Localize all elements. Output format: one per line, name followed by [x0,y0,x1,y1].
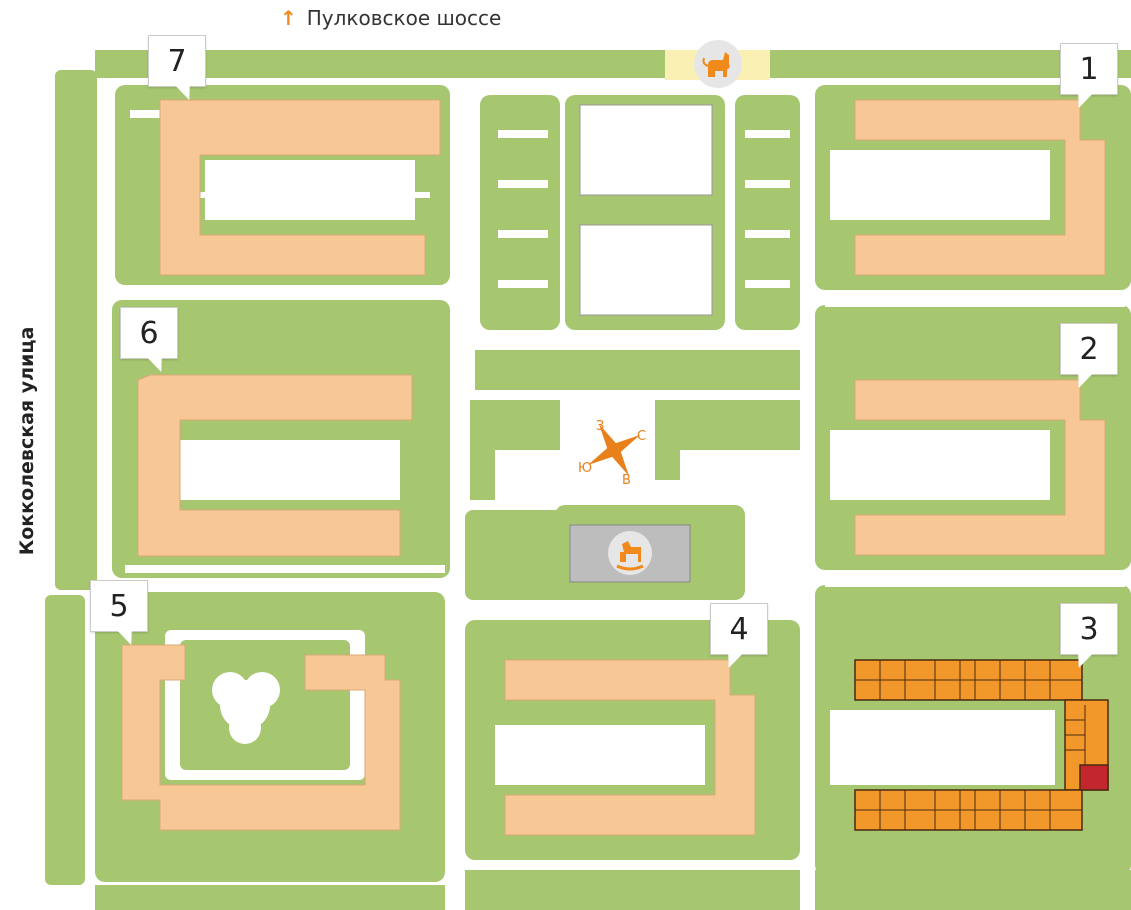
building-4-shape [504,659,756,836]
inner-paths [212,181,963,744]
building-label-4[interactable]: 4 [710,603,768,655]
building-2-shape [854,379,1106,556]
dog-icon[interactable] [694,40,742,88]
rocking-horse-icon [608,531,652,575]
compass-west: З [596,419,604,434]
compass-east: В [622,473,631,488]
top-road-label: ↑ Пулковское шоссе [280,6,501,30]
compass-north: С [637,429,646,444]
building-label-2[interactable]: 2 [1060,323,1118,375]
building-label-5[interactable]: 5 [90,580,148,632]
building-label-7[interactable]: 7 [148,35,206,87]
compass [588,424,640,476]
top-road-name: Пулковское шоссе [306,6,502,30]
selected-section[interactable] [1079,764,1109,791]
building-label-6[interactable]: 6 [120,307,178,359]
building-7-shape [159,99,441,276]
building-5-shape [121,644,401,831]
building-6-shape [137,374,413,557]
left-road-label: Кокколевская улица [16,326,38,556]
parking-building-1 [579,104,713,196]
building-3-shape[interactable] [854,659,1109,831]
compass-south: Ю [578,461,592,476]
building-1-shape [854,99,1106,276]
building-label-3[interactable]: 3 [1060,603,1118,655]
building-label-1[interactable]: 1 [1060,43,1118,95]
parking-building-2 [579,224,713,316]
arrow-up-icon: ↑ [280,6,297,30]
